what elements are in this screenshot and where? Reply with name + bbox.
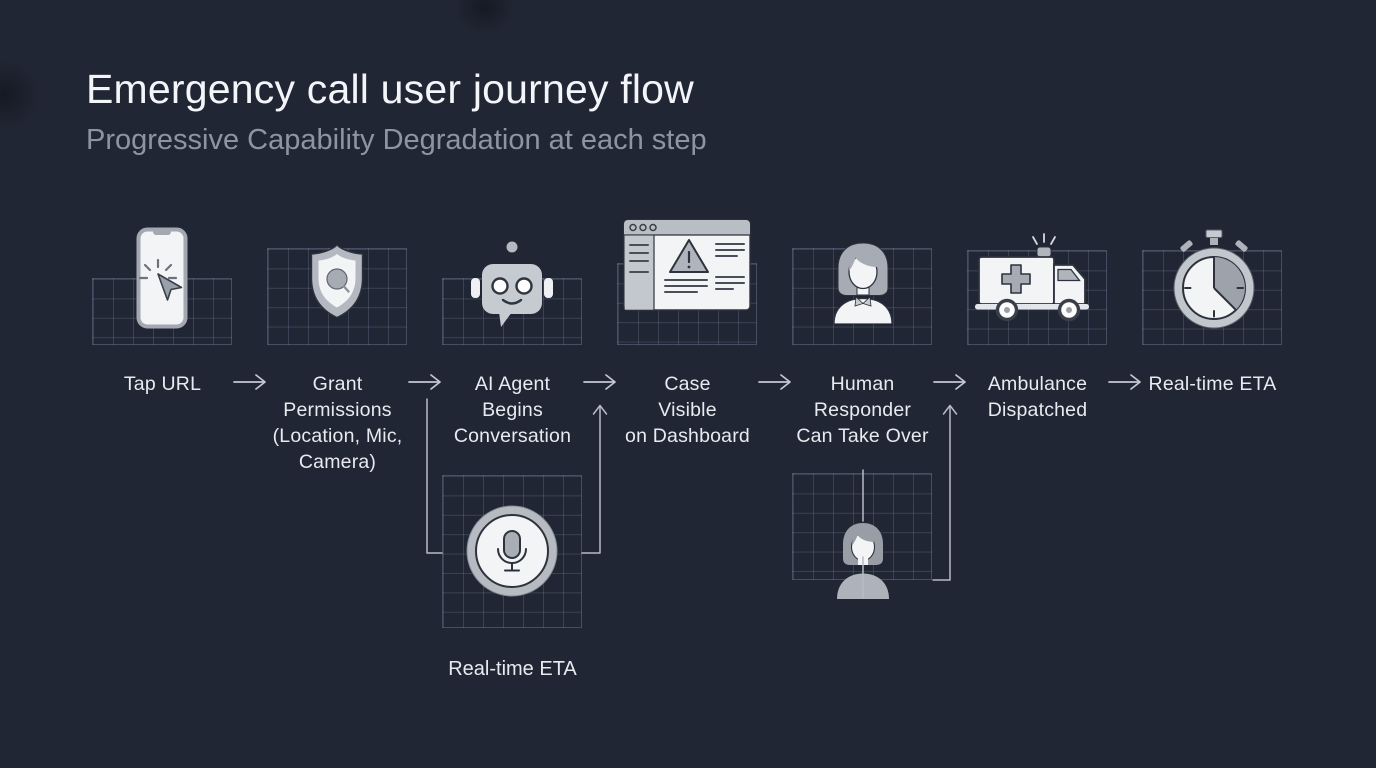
human-responder-icon <box>833 242 893 325</box>
step-label: AI Agent Begins Conversation <box>453 373 572 447</box>
background-smudge <box>0 60 40 130</box>
step-label: Tap URL <box>123 373 202 395</box>
stopwatch-icon <box>1173 229 1255 329</box>
step-label: Ambulance Dispatched <box>987 373 1088 421</box>
step-label: Case Visible on Dashboard <box>625 373 750 447</box>
step-label: Real-time ETA <box>1148 373 1277 395</box>
step-case-dashboard: Case Visible on Dashboard <box>600 195 775 495</box>
step-ai-agent: AI Agent Begins Conversation <box>425 195 600 495</box>
step-label: Human Responder Can Take Over <box>796 373 929 447</box>
person-icon <box>837 523 889 599</box>
ambulance-icon <box>975 233 1089 322</box>
page-subtitle: Progressive Capability Degradation at ea… <box>86 124 707 156</box>
background-smudge <box>455 0 515 35</box>
page-title: Emergency call user journey flow <box>86 66 694 112</box>
step-ambulance: Ambulance Dispatched <box>950 195 1125 495</box>
step-tap-url: Tap URL <box>75 195 250 495</box>
smartphone-tap-icon <box>136 227 188 329</box>
microphone-icon <box>466 505 558 597</box>
step-human-responder: Human Responder Can Take Over <box>775 195 950 495</box>
branch-mic-label: Real-time ETA <box>448 658 577 680</box>
branch-mic <box>442 475 582 628</box>
branch-person <box>792 473 932 599</box>
step-realtime-eta: Real-time ETA <box>1125 195 1300 495</box>
shield-permission-icon <box>310 244 364 319</box>
step-grant-permissions: Grant Permissions (Location, Mic, Camera… <box>250 195 425 495</box>
dashboard-window-icon <box>623 219 751 311</box>
ai-robot-icon <box>471 241 553 327</box>
grid-backdrop <box>792 248 932 345</box>
step-label: Grant Permissions (Location, Mic, Camera… <box>272 373 403 473</box>
